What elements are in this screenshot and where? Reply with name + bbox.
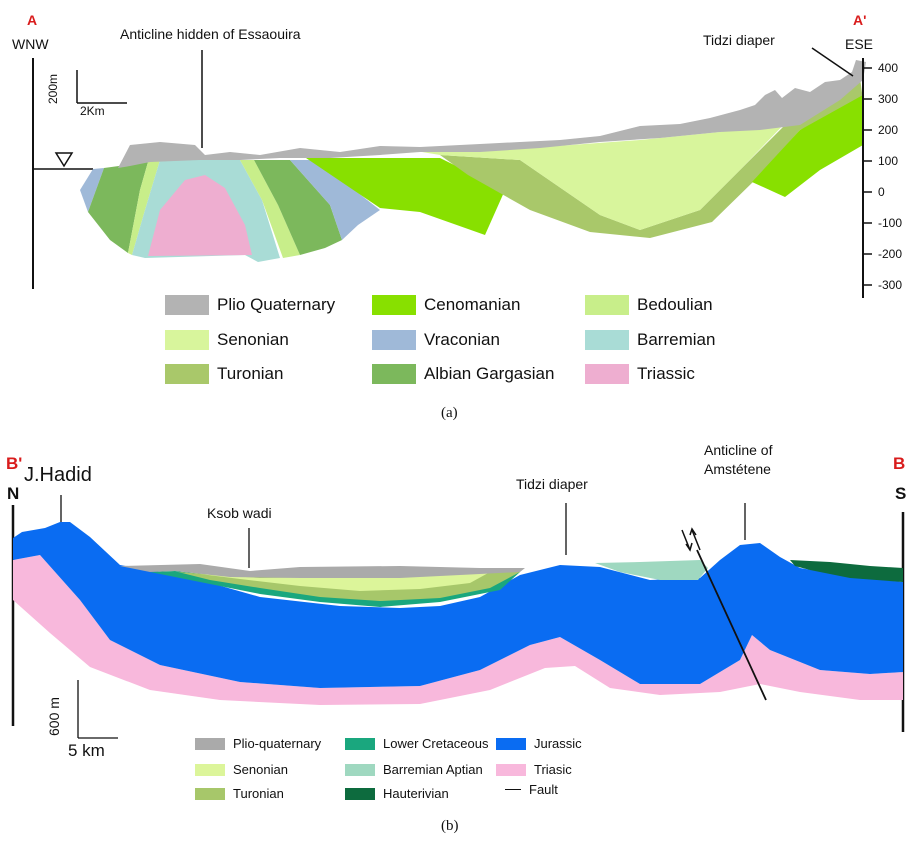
tick-200: 200 — [878, 123, 899, 137]
unit-jurassic-b — [13, 522, 903, 688]
unit-cenomanian-main — [306, 158, 505, 235]
tidzi-diaper-label-b: Tidzi diaper — [516, 476, 588, 492]
diaper-leader-a — [811, 47, 854, 77]
tick-minus-100: -100 — [878, 216, 903, 230]
legend-b-item: Fault — [505, 782, 558, 797]
legend-b-item: Turonian — [195, 786, 284, 801]
legend-a-item: Senonian — [165, 330, 289, 350]
point-a-label: A — [27, 12, 38, 28]
scale-vertical-a: 200m — [46, 73, 60, 104]
legend-b-item: Triasic — [496, 762, 572, 777]
anticline-essaouira-label: Anticline hidden of Essaouira — [120, 26, 301, 42]
water-table-icon — [54, 152, 74, 168]
unit-hauterivian-b — [790, 560, 903, 582]
scale-vertical-b: 600 m — [46, 697, 62, 736]
legend-a-item: Albian Gargasian — [372, 364, 554, 384]
legend-a-item: Plio Quaternary — [165, 295, 335, 315]
dir-n-label: N — [7, 484, 20, 503]
unit-vraconian-right — [290, 160, 380, 240]
legend-a-item: Turonian — [165, 364, 283, 384]
unit-bedoulian-right — [240, 160, 300, 258]
legend-a-item: Bedoulian — [585, 295, 713, 315]
unit-senonian — [410, 118, 790, 230]
tick-100: 100 — [878, 154, 899, 168]
unit-bedoulian-left — [128, 160, 160, 255]
tidzi-diaper-label-a: Tidzi diaper — [703, 32, 775, 48]
caption-b: (b) — [441, 818, 459, 834]
legend-b-item: Plio-quaternary — [195, 736, 321, 751]
dir-wnw-label: WNW — [12, 36, 49, 52]
unit-albian-right — [254, 160, 342, 255]
legend-a-item: Cenomanian — [372, 295, 520, 315]
legend-b-item: Lower Cretaceous — [345, 736, 489, 751]
unit-triasic-b — [13, 555, 903, 705]
legend-a-item: Barremian — [585, 330, 715, 350]
legend-b-item: Jurassic — [496, 736, 582, 751]
ksob-wadi-label: Ksob wadi — [207, 505, 272, 521]
fault-line-b — [696, 549, 767, 701]
point-b-prime-label: B' — [6, 454, 23, 473]
legend-a-item: Vraconian — [372, 330, 500, 350]
anticline-amstetene-line2: Amstétene — [704, 461, 771, 477]
tick-minus-300: -300 — [878, 278, 903, 292]
elevation-ticks-a — [863, 67, 872, 286]
anticline-amstetene-line1: Anticline of — [704, 442, 773, 458]
dir-ese-label: ESE — [845, 36, 874, 52]
legend-a-item: Triassic — [585, 364, 695, 384]
legend-b-item: Senonian — [195, 762, 288, 777]
unit-barremian-aptian-b — [595, 560, 708, 580]
tick-300: 300 — [878, 92, 899, 106]
tick-minus-200: -200 — [878, 247, 903, 261]
unit-albian-left — [88, 162, 148, 253]
unit-vraconian-left — [80, 168, 104, 212]
point-a-prime-label: A' — [853, 12, 867, 28]
unit-plio-quaternary-b — [120, 564, 525, 578]
unit-plio-quaternary — [118, 60, 866, 168]
scale-horizontal-b: 5 km — [68, 741, 105, 760]
point-b-label: B — [893, 454, 906, 473]
unit-turonian — [440, 78, 863, 238]
legend-b-item: Barremian Aptian — [345, 762, 483, 777]
legend-b-item: Hauterivian — [345, 786, 449, 801]
jhadid-label: J.Hadid — [24, 464, 92, 486]
caption-a: (a) — [441, 405, 458, 421]
unit-triassic — [148, 175, 252, 256]
unit-cenomanian-right — [752, 95, 863, 197]
tick-400: 400 — [878, 61, 899, 75]
fault-motion-arrows-icon — [681, 527, 701, 552]
tick-0: 0 — [878, 185, 885, 199]
scale-horizontal-a: 2Km — [80, 104, 105, 118]
dir-s-label: S — [895, 484, 907, 503]
